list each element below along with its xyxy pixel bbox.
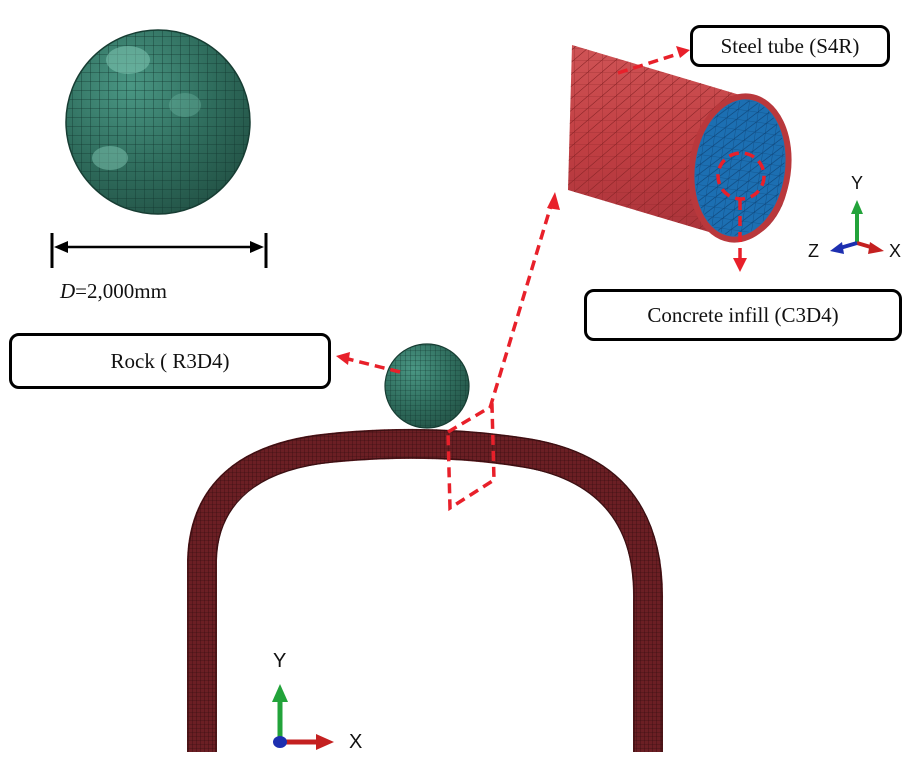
diameter-dimension-line	[50, 233, 268, 268]
concrete-infill-label: Concrete infill (C3D4)	[584, 289, 902, 341]
steel-tube-label: Steel tube (S4R)	[690, 25, 890, 67]
detail-axis-x-label: X	[889, 241, 901, 261]
main-axis-triad: Y X	[272, 650, 362, 753]
callout-arrows	[343, 50, 766, 512]
detail-axis-y-label: Y	[851, 173, 863, 193]
concrete-circle	[716, 151, 766, 201]
zoom-region	[446, 402, 496, 512]
detail-axis-triad: Y Z X	[808, 173, 901, 261]
steel-tube-callout	[617, 50, 685, 75]
main-axis-x-label: X	[349, 731, 362, 753]
rock-callout	[343, 356, 401, 374]
rock-label: Rock ( R3D4)	[9, 333, 331, 389]
main-axis-y-label: Y	[273, 650, 286, 672]
diameter-symbol: D	[60, 279, 76, 303]
diameter-label: D=2,000mm	[60, 279, 167, 304]
detail-axis-z-label: Z	[808, 241, 819, 261]
steel-tube-arch	[187, 428, 664, 752]
rock-sphere-large	[65, 29, 251, 215]
diameter-value: =2,000mm	[75, 279, 167, 303]
callout-arrowheads	[336, 46, 747, 365]
tube-section-detail	[568, 45, 792, 243]
rock-sphere-small	[384, 343, 470, 429]
zoom-callout	[488, 201, 554, 409]
